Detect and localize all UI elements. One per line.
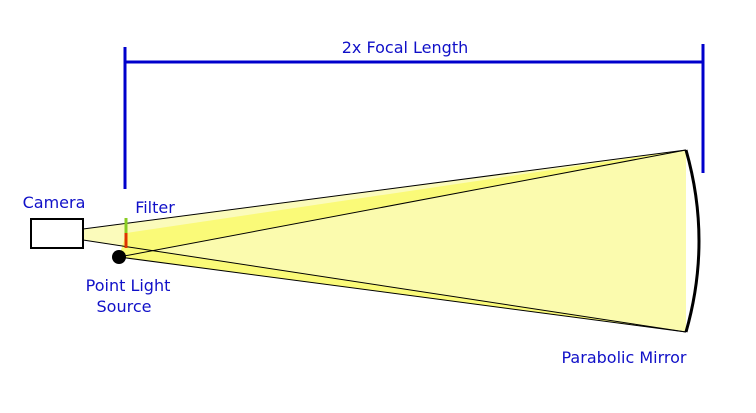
focal-length-label: 2x Focal Length [342,38,468,57]
ray-source-upper [118,149,687,258]
ray-upper-to-camera [82,149,687,230]
point-light-label-line2: Source [97,297,152,316]
camera-label: Camera [23,193,86,212]
point-light-source [112,250,126,264]
point-light-label-line1: Point Light [86,276,171,295]
filter-label: Filter [135,198,175,217]
ray-lower-to-camera [82,239,687,333]
camera-body [30,218,84,249]
ray-source-lower [118,256,687,333]
light-cone-reflected [83,150,686,332]
mirror-label: Parabolic Mirror [562,348,687,367]
parabolic-mirror [684,149,701,333]
